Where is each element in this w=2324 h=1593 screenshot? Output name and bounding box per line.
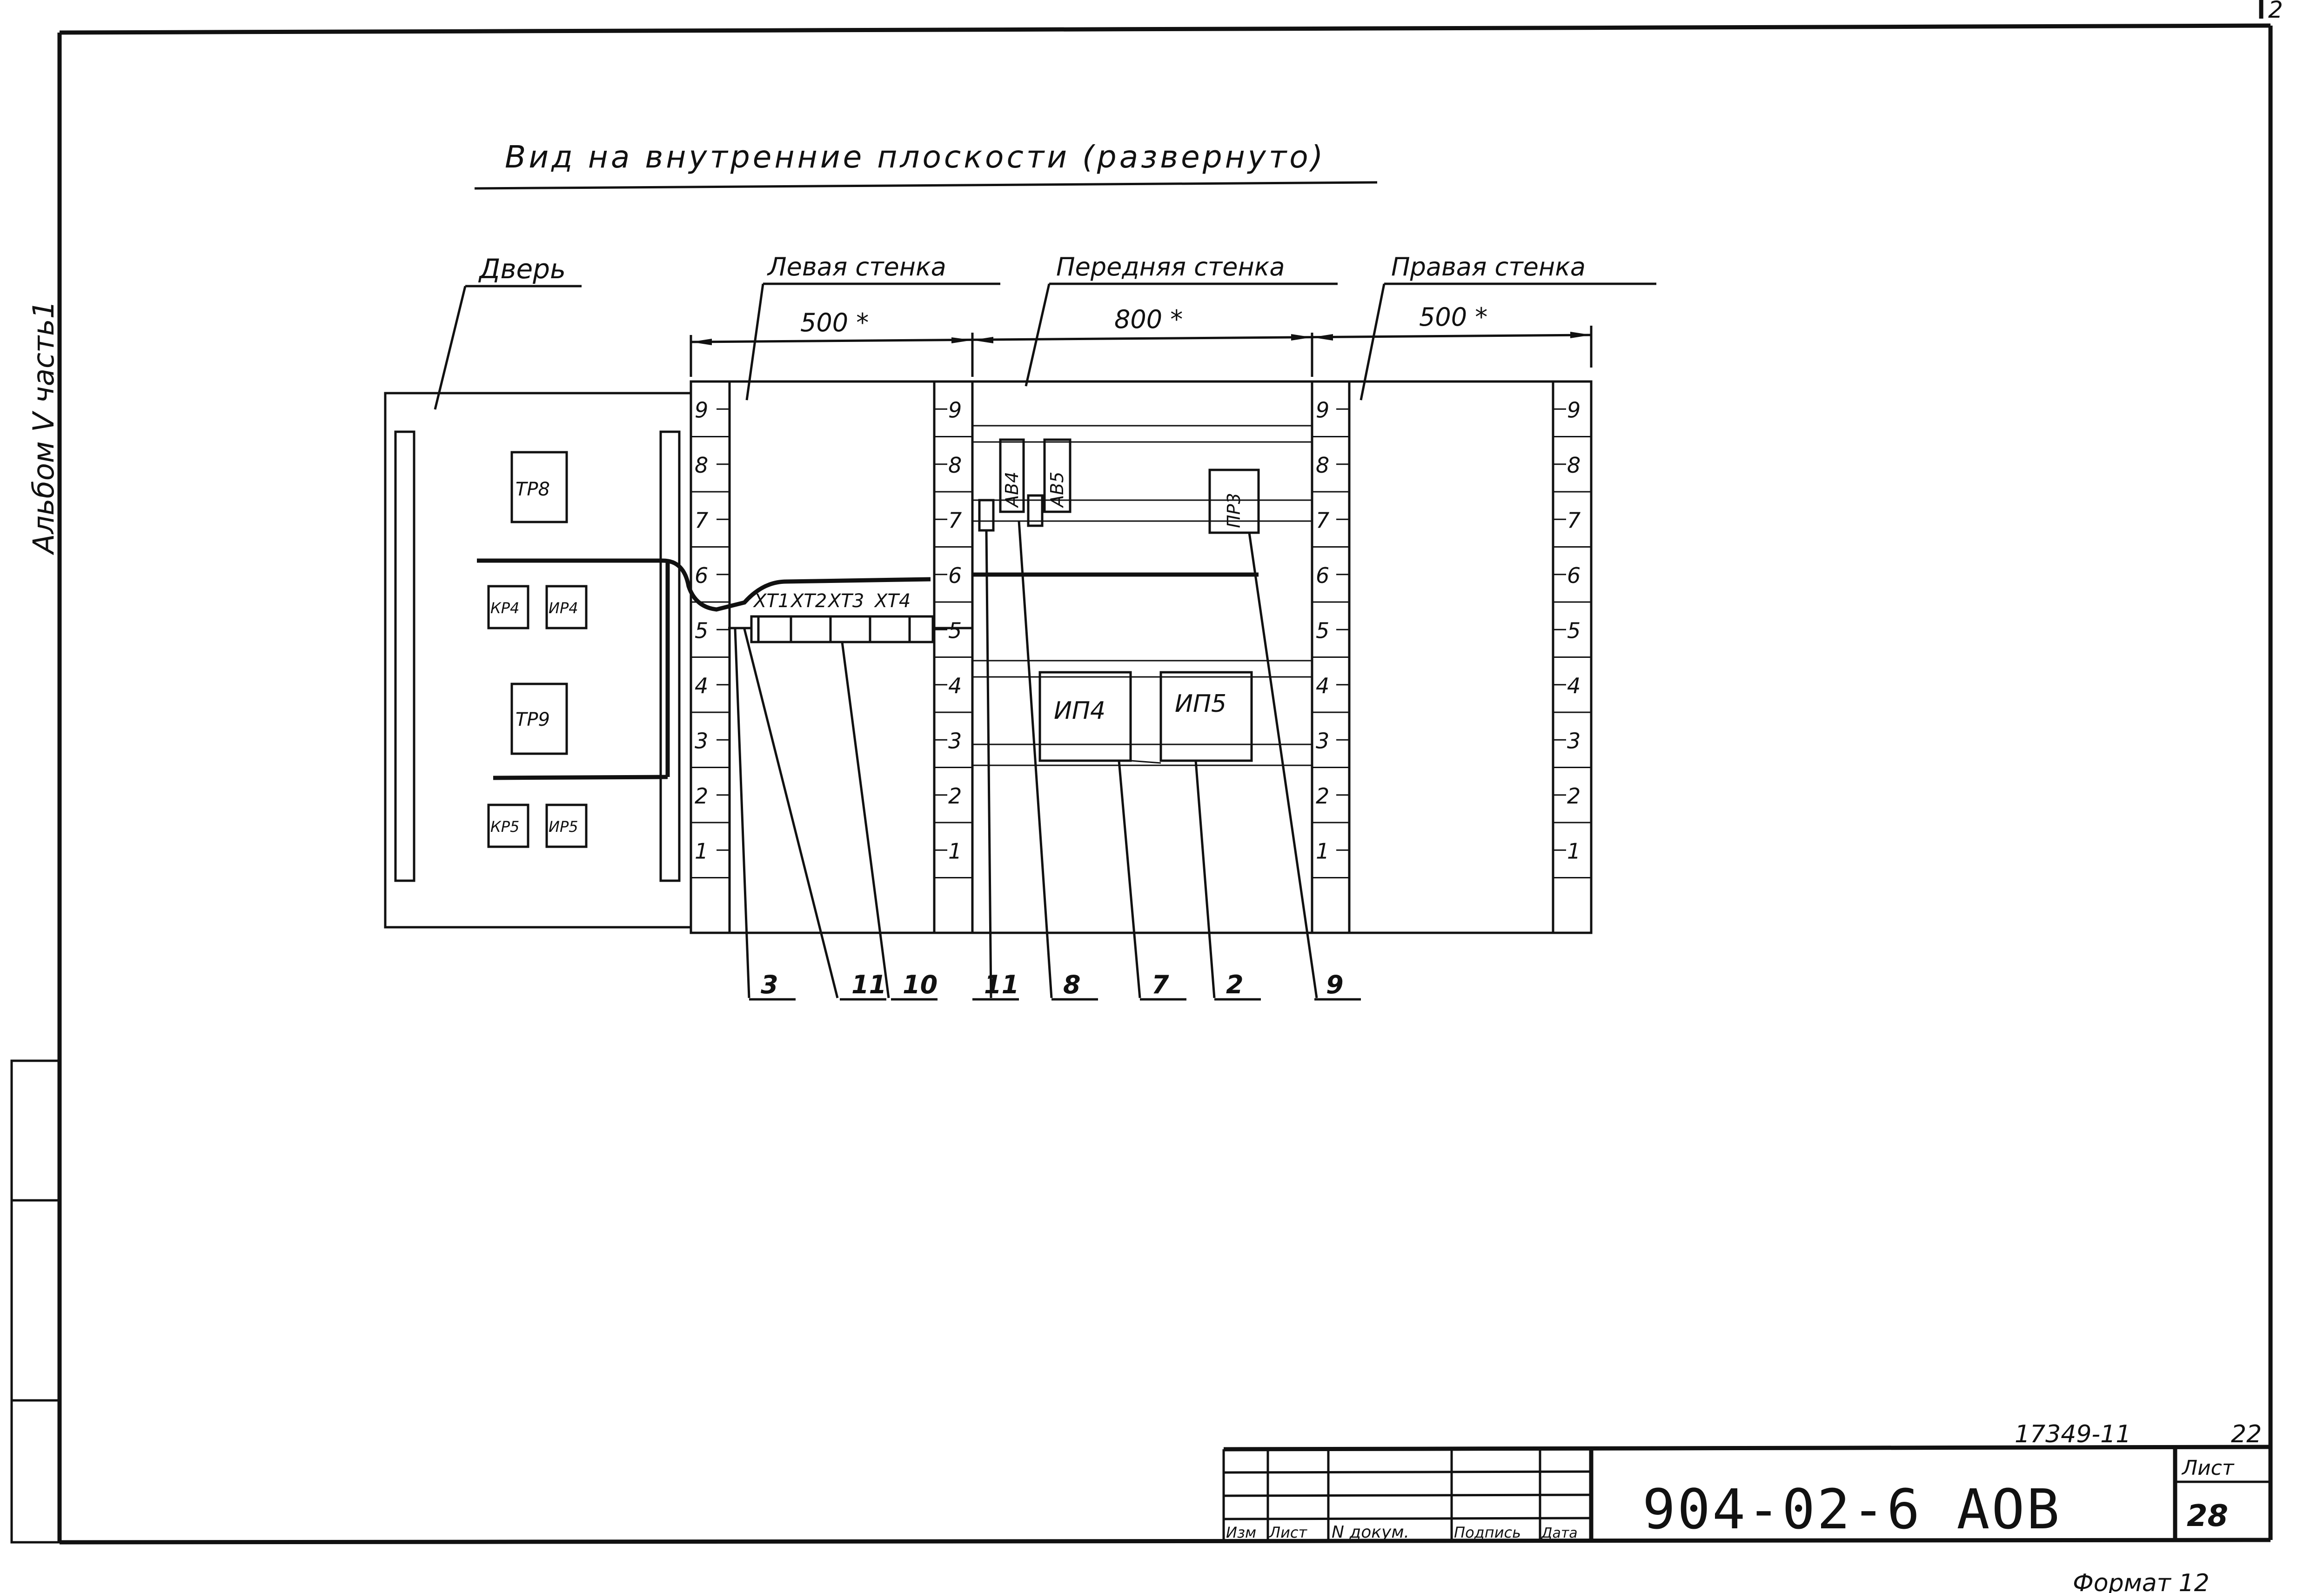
device-tr9: ТР9: [516, 709, 550, 730]
format-label: Формат 12: [2073, 1569, 2210, 1593]
terminal-xt3: ХТ3: [827, 590, 864, 612]
ruler-mark: 8: [695, 453, 708, 478]
ruler-mark: 7: [1567, 508, 1581, 533]
ruler-mark: 4: [1567, 673, 1581, 698]
device-av5: АВ5: [1047, 472, 1067, 509]
tb-col-signature: Подпись: [1454, 1524, 1521, 1541]
device-ip4: ИП4: [1054, 697, 1105, 725]
right-wall-label: Правая стенка: [1391, 252, 1586, 281]
ruler-strips: 9 8 7 6 5 4 3 2 1 9 8 7 6 5 4 3 2 1 9 8 7 6 5 4 3 2 1 9 8 7 6 5 4 3 2 1: [691, 397, 1591, 878]
ruler-mark: 9: [948, 397, 962, 422]
ruler-mark: 4: [948, 673, 962, 698]
sheet-frame: 2 Альбом V часть1: [10, 0, 2283, 1545]
inventory-number: 17349-11: [2015, 1420, 2131, 1448]
ruler-mark: 3: [1316, 728, 1329, 753]
ruler-mark: 5: [695, 618, 708, 643]
door-label: Дверь: [478, 253, 566, 285]
terminal-xt2: ХТ2: [790, 590, 827, 612]
tb-col-ndoc: N докум.: [1332, 1523, 1409, 1542]
ruler-mark: 1: [948, 838, 962, 863]
callout-number: 10: [903, 970, 938, 999]
ruler-mark: 3: [1567, 728, 1581, 753]
terminal-xt4: ХТ4: [874, 590, 911, 612]
left-wall-label: Левая стенка: [767, 252, 946, 281]
panel-labels: Дверь Левая стенка Передняя стенка Права…: [434, 252, 1656, 410]
callout-leaders: [734, 521, 1318, 998]
tb-col-izm: Изм: [1226, 1524, 1256, 1541]
ruler-mark: 2: [695, 783, 708, 809]
device-tr8: ТР8: [516, 479, 550, 500]
ruler-mark: 1: [1567, 838, 1581, 863]
top-number: 22: [2231, 1420, 2262, 1448]
sheet-label: Лист: [2181, 1456, 2235, 1480]
ruler-mark: 2: [948, 783, 962, 809]
callout-row: 3 11 10 11 8 7 2 9: [749, 970, 1361, 1001]
callout-number: 9: [1326, 970, 1344, 999]
device-ir5: ИР5: [549, 818, 578, 836]
title-block: Изм Лист N докум. Подпись Дата 904-02-6 …: [1222, 1420, 2271, 1542]
ruler-mark: 3: [695, 728, 708, 753]
ruler-mark: 7: [1316, 508, 1329, 533]
front-wall-equipment: АВ4 АВ5 ПР3 ИП4 ИП5: [972, 425, 1312, 766]
side-label: Альбом V часть1: [27, 301, 60, 556]
device-ip5: ИП5: [1175, 690, 1226, 718]
document-code: 904-02-6 АОВ: [1642, 1477, 2062, 1541]
callout-number: 11: [851, 970, 886, 999]
ruler-mark: 5: [1316, 618, 1329, 643]
callout-number: 2: [1226, 970, 1244, 999]
dim-front: 800 *: [1114, 305, 1183, 334]
device-av4: АВ4: [1002, 472, 1022, 509]
ruler-mark: 9: [1316, 397, 1329, 422]
door-panel: ТР8 КР4 ИР4 ТР9 КР5 ИР5: [384, 392, 692, 929]
ruler-mark: 9: [1567, 397, 1581, 422]
front-wall-label: Передняя стенка: [1056, 252, 1285, 281]
ruler-mark: 6: [1316, 563, 1329, 588]
ruler-mark: 4: [1316, 673, 1329, 698]
ruler-mark: 5: [1567, 618, 1581, 643]
callout-number: 3: [761, 970, 778, 999]
callout-number: 8: [1063, 970, 1081, 999]
ruler-mark: 8: [948, 453, 962, 478]
ruler-mark: 9: [695, 397, 708, 422]
dimensions: 500 * 800 * 500 *: [690, 302, 1593, 377]
tb-col-date: Дата: [1540, 1525, 1578, 1541]
device-pr3: ПР3: [1224, 493, 1244, 528]
device-kr5: КР5: [490, 818, 519, 836]
sheet-number: 28: [2187, 1499, 2228, 1533]
ruler-mark: 6: [948, 563, 962, 588]
drawing-title: Вид на внутренние плоскости (развернуто): [505, 139, 1326, 175]
ruler-mark: 6: [695, 563, 708, 588]
ruler-mark: 2: [1567, 783, 1581, 809]
device-ir4: ИР4: [549, 599, 578, 617]
ruler-mark: 3: [948, 728, 962, 753]
callout-number: 7: [1152, 970, 1169, 999]
dim-right: 500 *: [1419, 302, 1487, 332]
ruler-mark: 1: [695, 838, 708, 863]
dim-left: 500 *: [800, 308, 869, 337]
ruler-mark: 8: [1567, 453, 1581, 478]
ruler-mark: 6: [1567, 563, 1581, 588]
ruler-mark: 5: [948, 618, 962, 643]
callout-number: 11: [984, 970, 1019, 999]
cables: [477, 558, 1259, 780]
ruler-mark: 4: [695, 673, 708, 698]
ruler-mark: 7: [695, 508, 708, 533]
corner-mark: 2: [2268, 0, 2283, 23]
terminal-xt1: ХТ1: [753, 590, 790, 612]
ruler-mark: 1: [1316, 838, 1329, 863]
wall-frame: [690, 380, 1593, 934]
ruler-mark: 2: [1316, 783, 1329, 809]
ruler-mark: 7: [948, 508, 962, 533]
terminal-block-row: ХТ1 ХТ2 ХТ3 ХТ4: [728, 590, 972, 643]
device-kr4: КР4: [490, 599, 519, 617]
tb-col-list: Лист: [1269, 1524, 1307, 1541]
ruler-mark: 8: [1316, 453, 1329, 478]
title-underline: [474, 181, 1378, 190]
